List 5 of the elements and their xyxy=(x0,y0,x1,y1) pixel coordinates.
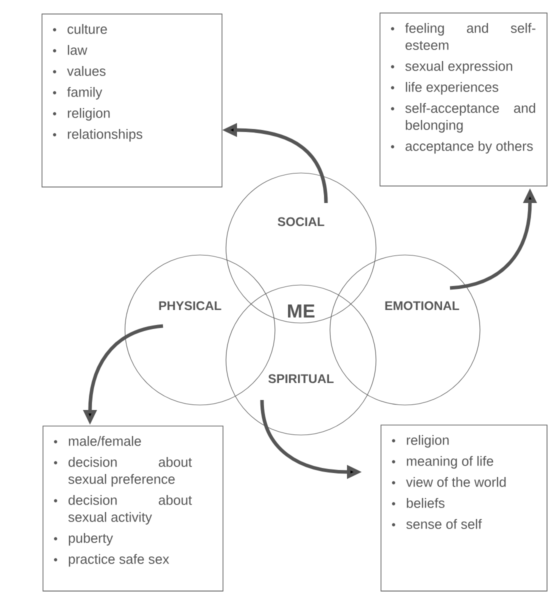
list-box: male/female decision about sexual preference decision about sexual activity puberty practice safe sex xyxy=(42,426,224,592)
list-box: culture law values family religion relationships xyxy=(42,14,222,188)
center-label: ME xyxy=(288,304,314,318)
list-box: feeling and self-esteem sexual expression life experiences self-acceptance and belonging acceptance by others xyxy=(380,12,548,186)
list-box: religion meaning of life view of the world beliefs sense of self xyxy=(380,424,548,592)
